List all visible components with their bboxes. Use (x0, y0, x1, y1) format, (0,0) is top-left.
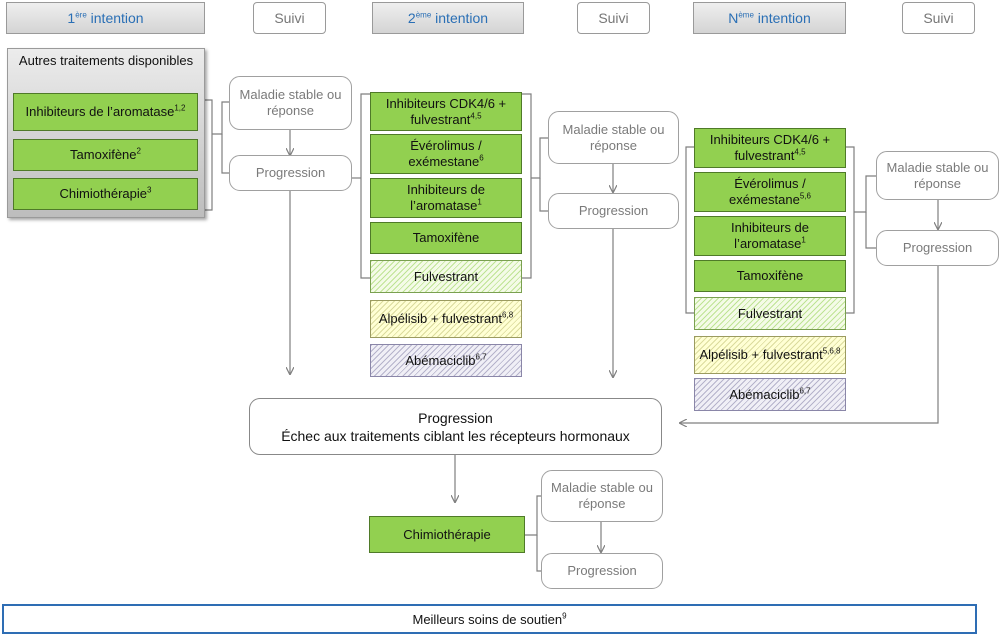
convergence-line-2: Échec aux traitements ciblant les récept… (281, 427, 630, 444)
bracket-line-n-left (685, 146, 694, 314)
chemotherapy-box: Chimiothérapie (369, 516, 525, 553)
first-line-treatment-tamoxifen: Tamoxifène2 (13, 139, 198, 171)
header-first-line-text: 1ère intention (67, 10, 144, 26)
panel-title: Autres traitements disponibles (18, 53, 194, 68)
bracket-line-2-right (522, 93, 532, 279)
second-line-fulvestrant: Fulvestrant (370, 260, 522, 293)
nth-line-tamoxifen: Tamoxifène (694, 260, 846, 292)
outcome-progression-2: Progression (548, 193, 679, 229)
bracket-line-2-left (360, 93, 370, 279)
outcome-progression-4: Progression (541, 553, 663, 589)
header-second-line-text: 2ème intention (407, 10, 489, 26)
header-suivi-2: Suivi (577, 2, 650, 34)
bracket-line-n-right (846, 146, 855, 314)
hormone-therapy-failure-box: Progression Échec aux traitements ciblan… (249, 398, 662, 455)
header-nth-line: Nème intention (693, 2, 846, 34)
second-line-alpelisib: Alpélisib + fulvestrant6,8 (370, 300, 522, 338)
nth-line-abemaciclib: Abémaciclib6,7 (694, 378, 846, 411)
second-line-tamoxifen: Tamoxifène (370, 222, 522, 254)
outcome-stable-1: Maladie stable ou réponse (229, 76, 352, 130)
header-suivi-3: Suivi (902, 2, 975, 34)
second-line-cdk46: Inhibiteurs CDK4/6 + fulvestrant4,5 (370, 92, 522, 131)
header-suivi-1: Suivi (253, 2, 326, 34)
outcome-stable-4: Maladie stable ou réponse (541, 470, 663, 522)
nth-line-everolimus: Évérolimus / exémestane5,6 (694, 172, 846, 212)
outcome-stable-2: Maladie stable ou réponse (548, 111, 679, 164)
second-line-everolimus: Évérolimus / exémestane6 (370, 134, 522, 174)
outcome-stable-3: Maladie stable ou réponse (876, 151, 999, 200)
nth-line-alpelisib: Alpélisib + fulvestrant5,6,8 (694, 336, 846, 374)
second-line-abemaciclib: Abémaciclib6,7 (370, 344, 522, 377)
outcome-progression-1: Progression (229, 155, 352, 191)
header-nth-line-text: Nème intention (728, 10, 811, 26)
outcome-progression-3: Progression (876, 230, 999, 266)
nth-line-fulvestrant: Fulvestrant (694, 297, 846, 330)
header-second-line: 2ème intention (372, 2, 524, 34)
nth-line-aromatase: Inhibiteurs de l’aromatase1 (694, 216, 846, 256)
header-first-line: 1ère intention (6, 2, 205, 34)
bracket-line-1 (205, 99, 213, 211)
best-supportive-care-banner: Meilleurs soins de soutien9 (2, 604, 977, 634)
convergence-line-1: Progression (418, 409, 493, 426)
first-line-treatment-chemo: Chimiothérapie3 (13, 178, 198, 210)
second-line-aromatase: Inhibiteurs de l’aromatase1 (370, 178, 522, 218)
nth-line-cdk46: Inhibiteurs CDK4/6 + fulvestrant4,5 (694, 128, 846, 168)
first-line-treatment-aromatase: Inhibiteurs de l’aromatase1,2 (13, 93, 198, 131)
